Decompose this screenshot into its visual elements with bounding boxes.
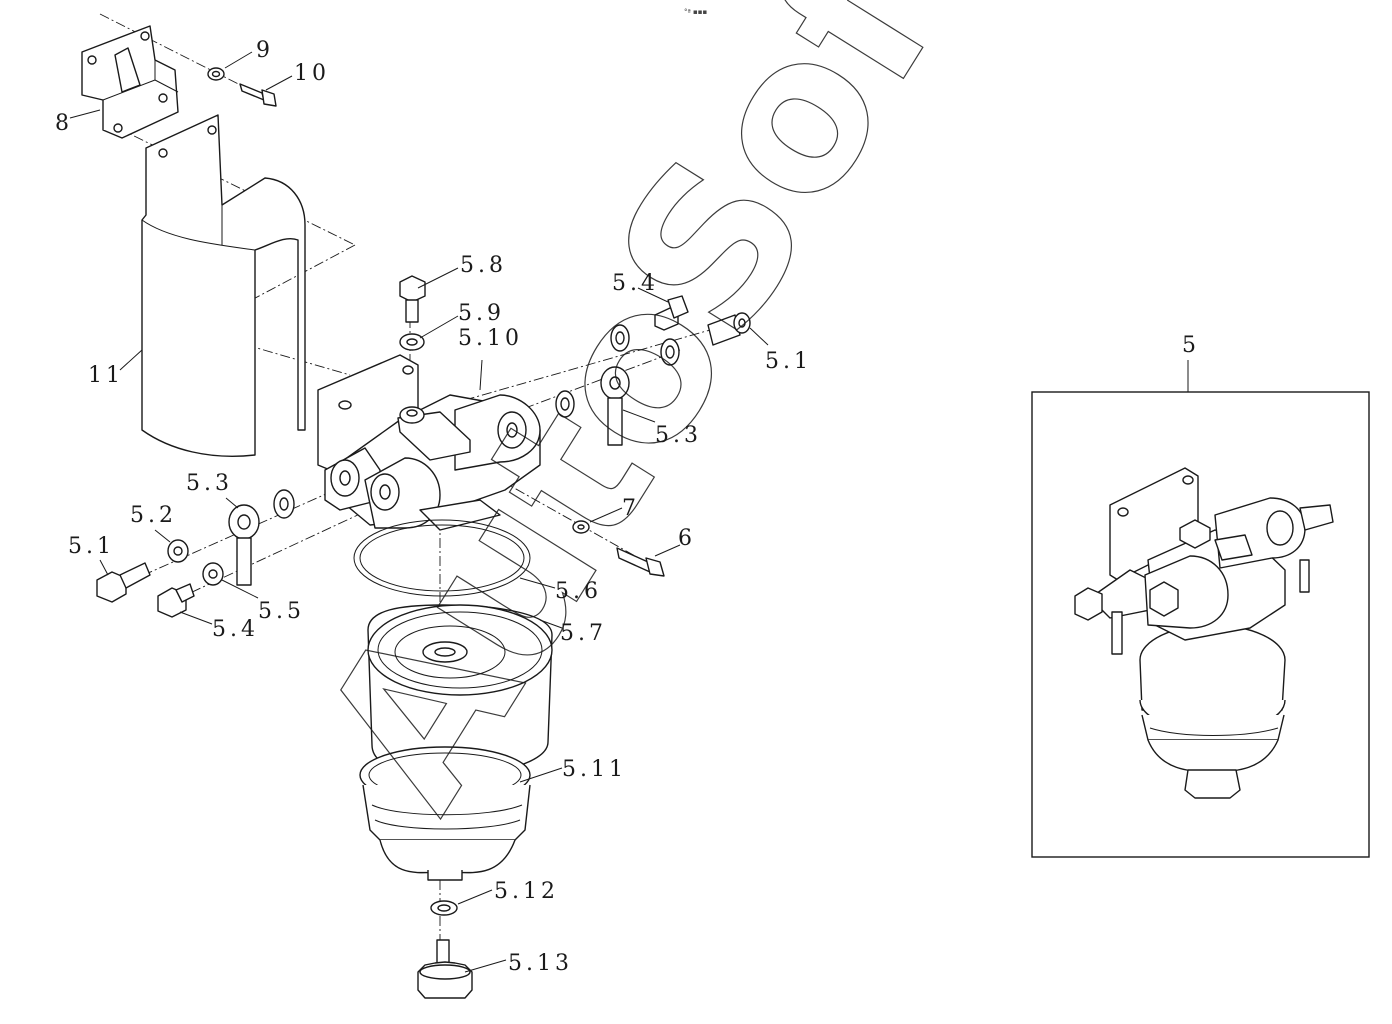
callout-5-3-left: 5.3	[186, 471, 233, 496]
callout-5-12: 5.12	[494, 879, 559, 904]
plug-part-5-4-bottom	[157, 583, 195, 618]
callout-10: 10	[294, 61, 330, 86]
banjo-fitting-part-5-3-right	[600, 366, 630, 446]
callout-5-6: 5.6	[555, 579, 602, 604]
callout-11: 11	[88, 363, 124, 388]
callout-labels: 8 9 10 11 5.8 5.9 5.10 5.4 5.1 5.3 5.3 5…	[55, 38, 1200, 976]
callout-5-8: 5.8	[460, 253, 507, 278]
assembly-frame	[1031, 391, 1370, 858]
callout-5-3-right: 5.3	[655, 423, 702, 448]
bowl-part-5-11	[359, 746, 531, 881]
leader-lines	[69, 51, 1189, 973]
washer-pair-left	[167, 489, 295, 586]
callout-5-10: 5.10	[458, 326, 523, 351]
callout-5-assembly: 5	[1182, 333, 1200, 358]
header-mark: °ª ▪▪▪	[684, 8, 708, 16]
callout-7: 7	[622, 496, 640, 521]
callout-5-7: 5.7	[560, 621, 607, 646]
plug-part-5-4-top	[654, 295, 689, 331]
callout-5-1-left: 5.1	[68, 534, 115, 559]
callout-5-1-right: 5.1	[765, 349, 812, 374]
callout-5-5: 5.5	[258, 599, 305, 624]
washer-pair-right-upper	[555, 324, 680, 418]
banjo-bolt-part-5-1-left	[96, 562, 151, 603]
bracket-part-8	[81, 25, 179, 139]
callout-5-4-top: 5.4	[612, 271, 659, 296]
callout-5-13: 5.13	[508, 951, 573, 976]
bolt-part-10	[239, 83, 277, 107]
bolt-part-5-8	[399, 275, 426, 323]
callout-6: 6	[678, 526, 696, 551]
washer-part-7	[572, 520, 590, 534]
washer-part-5-12	[430, 900, 458, 916]
seal-ring-part-5-6	[353, 519, 531, 597]
drain-knob-part-5-13	[417, 939, 473, 999]
washer-part-5-9	[399, 333, 425, 351]
screw-part-6	[616, 547, 665, 577]
callout-5-4-bottom: 5.4	[212, 617, 259, 642]
banjo-fitting-part-5-3-left	[228, 504, 260, 586]
callout-5-2: 5.2	[130, 503, 177, 528]
callout-9: 9	[256, 38, 274, 63]
callout-5-11: 5.11	[562, 757, 627, 782]
callout-8: 8	[55, 111, 73, 136]
filter-head-part-5-10	[317, 354, 541, 531]
callout-5-9: 5.9	[458, 301, 505, 326]
filter-cartridge-part-5-7	[367, 604, 553, 776]
washer-part-9	[207, 67, 225, 81]
assembled-view-part-5	[1031, 391, 1370, 858]
clamp-band-part-11	[141, 114, 306, 457]
banjo-bolt-part-5-1-right	[707, 312, 751, 346]
